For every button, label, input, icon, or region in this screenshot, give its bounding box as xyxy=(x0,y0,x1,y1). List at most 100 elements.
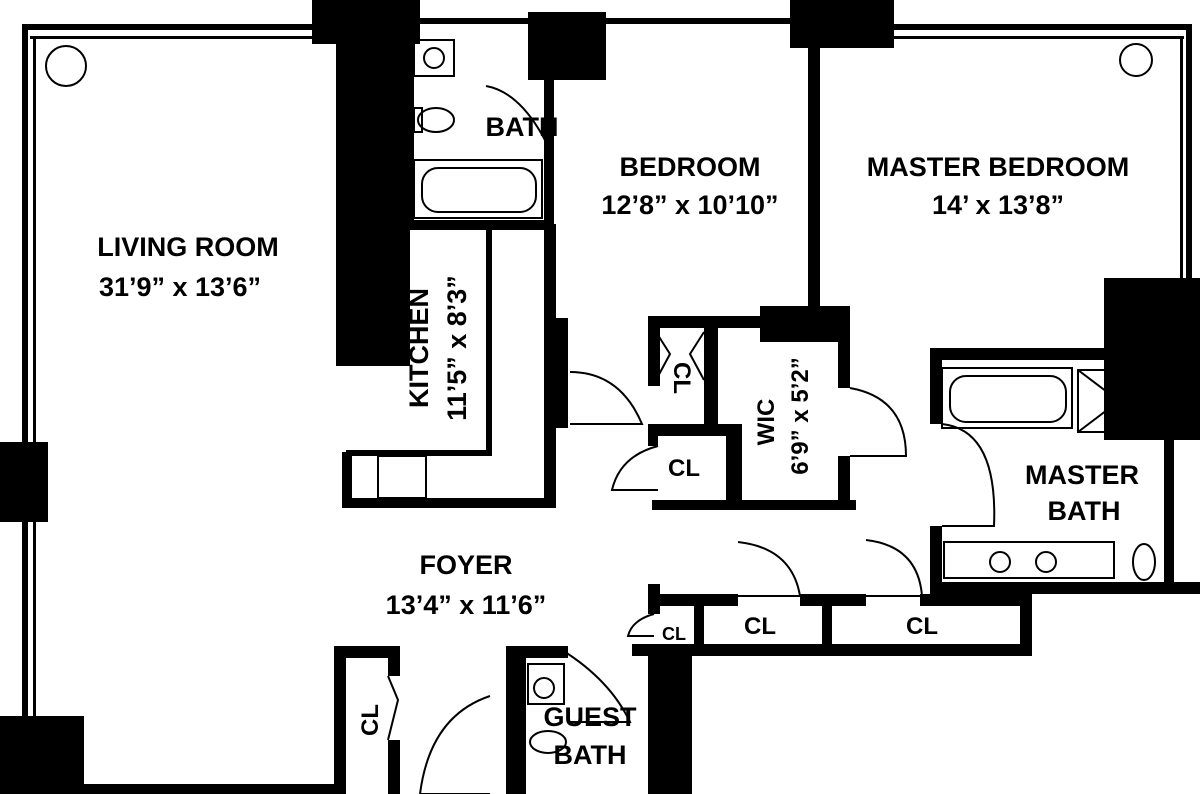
kitchen-counter-divider xyxy=(486,230,492,452)
kitchen-stove-icon xyxy=(377,455,427,499)
bath-sink-counter xyxy=(413,39,455,77)
foyer-name: FOYER xyxy=(419,550,512,580)
master-sink-1-icon xyxy=(989,551,1011,573)
master-bath-left xyxy=(930,348,942,424)
bedroom-door-swing xyxy=(569,371,644,425)
entry-cl-door xyxy=(387,675,400,741)
entry-door-swing xyxy=(418,695,491,794)
wic-door-swing xyxy=(849,387,908,457)
living-room-name: LIVING ROOM xyxy=(97,232,279,262)
cl-box-wall-top xyxy=(648,424,738,436)
closet-row-top-c xyxy=(920,594,1030,606)
left-exterior-wall-low xyxy=(22,518,28,718)
entry-cl-right-low xyxy=(388,740,400,794)
guest-bath-line2: BATH xyxy=(554,740,627,770)
master-sink-2-icon xyxy=(1035,551,1057,573)
guest-sink-counter xyxy=(527,663,565,705)
cl-door-swing xyxy=(610,445,659,491)
bedroom-master-divider xyxy=(808,40,820,316)
kitchen-name: KITCHEN xyxy=(404,288,434,408)
master-bath-right xyxy=(1164,430,1174,590)
guest-sink-icon xyxy=(533,677,555,699)
closet-row-div-2 xyxy=(822,600,832,656)
closet-row-door-2 xyxy=(865,539,924,597)
bottom-exterior-wall xyxy=(84,784,340,794)
kitchen-dims: 11’5” x 8’3” xyxy=(442,275,472,421)
closet-row-door-1 xyxy=(737,541,802,597)
master-bath-left-low xyxy=(930,526,942,590)
foyer-closet-label: CL xyxy=(744,613,776,640)
top-exterior-wall xyxy=(22,24,322,30)
kitchen-counter-lower xyxy=(346,450,492,456)
cl-box-wall-bottom xyxy=(652,500,856,510)
master-bedroom-dims: 14’ x 13’8” xyxy=(932,190,1064,220)
ref-icon xyxy=(349,235,393,315)
column-top-right xyxy=(790,0,894,48)
closet-block-mid xyxy=(704,316,718,426)
cl-box-wall-right xyxy=(726,424,742,506)
entry-closet-label: CL xyxy=(357,704,384,736)
master-vanity-icon xyxy=(943,541,1115,579)
closet-row-top-b xyxy=(800,594,866,606)
top-exterior-wall-inner xyxy=(30,36,322,39)
ref-label: REF xyxy=(357,252,384,300)
bath-bottom-wall xyxy=(406,220,554,230)
wic-right-col xyxy=(760,306,850,342)
guest-bath-right-top xyxy=(632,644,652,656)
master-toilet-icon xyxy=(1132,543,1156,581)
top-exterior-wall-mid xyxy=(418,18,818,24)
bath-tub-icon xyxy=(413,159,543,219)
column-right-mid xyxy=(1104,278,1200,440)
bedroom-name: BEDROOM xyxy=(620,152,761,182)
bath-toilet-icon xyxy=(417,107,455,133)
wic-dims: 6’9” x 5’2” xyxy=(787,357,814,474)
bedroom-left-wall xyxy=(556,318,568,428)
bedroom-cl-door xyxy=(655,331,705,381)
wic-side-closet-label: CL xyxy=(668,455,700,482)
master-bath-line2: BATH xyxy=(1048,496,1121,526)
top-exterior-wall-right xyxy=(890,24,1192,30)
doors xyxy=(387,85,996,794)
bath-left-wall xyxy=(406,30,414,228)
master-shower-icon xyxy=(1077,369,1161,433)
bath-name: BATH xyxy=(486,112,559,142)
column-bath-top xyxy=(528,12,606,80)
entry-cl-top xyxy=(334,646,400,658)
kitchen-right-wall xyxy=(544,224,556,508)
entry-cl-left xyxy=(334,646,346,794)
living-room-dims: 31’9” x 13’6” xyxy=(99,272,261,302)
cl-box-wall-left xyxy=(648,424,658,446)
wic-bottom-right xyxy=(838,456,850,508)
guest-toilet-icon xyxy=(529,730,567,754)
living-column-circle xyxy=(45,45,87,87)
right-exterior-wall-inner xyxy=(1180,36,1183,280)
fixtures xyxy=(45,39,1161,754)
right-exterior-wall xyxy=(1186,24,1192,280)
room-labels: LIVING ROOM 31’9” x 13’6” BATH BEDROOM 1… xyxy=(97,112,1139,770)
closet-row-bottom xyxy=(652,644,1032,656)
column-bottom-left xyxy=(0,716,84,794)
kitchen-left-wall xyxy=(342,452,352,508)
top-exterior-wall-right-inner xyxy=(890,36,1184,39)
left-exterior-wall-inner xyxy=(33,36,36,448)
master-closet-label: CL xyxy=(906,613,938,640)
kitchen-column-wall xyxy=(336,30,410,366)
master-bath-top xyxy=(930,348,1116,360)
bedroom-dims: 12’8” x 10’10” xyxy=(601,190,778,220)
foyer-small-wall xyxy=(648,584,660,614)
bath-sink-icon xyxy=(423,47,445,69)
master-shower-cross xyxy=(1077,369,1161,433)
guest-bath-right xyxy=(648,644,692,794)
bath-tub-inner xyxy=(421,167,537,213)
foyer-dims: 13’4” x 11’6” xyxy=(386,590,547,620)
master-bath-door-swing xyxy=(941,423,996,527)
guest-bath-left xyxy=(506,646,526,794)
closet-row-right xyxy=(1020,594,1032,656)
bath-toilet-tank xyxy=(413,107,423,133)
left-exterior-wall xyxy=(22,24,28,448)
wic-name: WIC xyxy=(753,399,780,446)
guest-bath-door xyxy=(561,649,632,723)
column-left-mid xyxy=(0,442,48,522)
